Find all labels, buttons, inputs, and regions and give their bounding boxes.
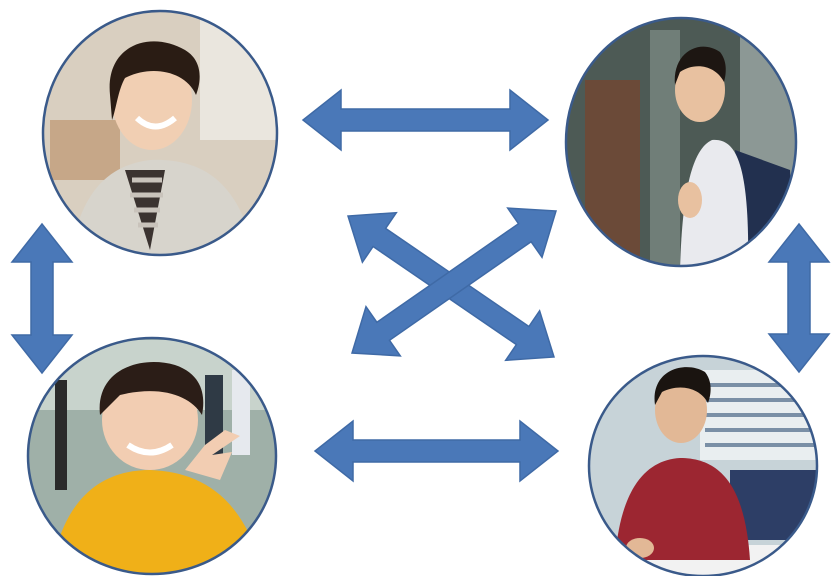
portrait-frame-bottom-left xyxy=(26,336,278,576)
double-arrow-top-left-to-bottom-left xyxy=(10,222,74,375)
portrait-top-left xyxy=(43,11,277,255)
portrait-bottom-left xyxy=(28,338,276,574)
double-arrow-top-left-to-top-right xyxy=(301,88,550,152)
portrait-frame-bottom-right xyxy=(587,354,819,576)
double-arrow-top-right-to-bottom-right xyxy=(767,222,831,374)
double-arrow-bottom-left-to-bottom-right xyxy=(313,419,560,483)
portrait-top-right xyxy=(566,18,796,266)
connection-arrows xyxy=(10,88,831,483)
portrait-frame-top-right xyxy=(564,16,798,268)
portrait-frame-top-left xyxy=(41,9,279,257)
double-arrow-top-right-to-bottom-left xyxy=(351,207,557,357)
